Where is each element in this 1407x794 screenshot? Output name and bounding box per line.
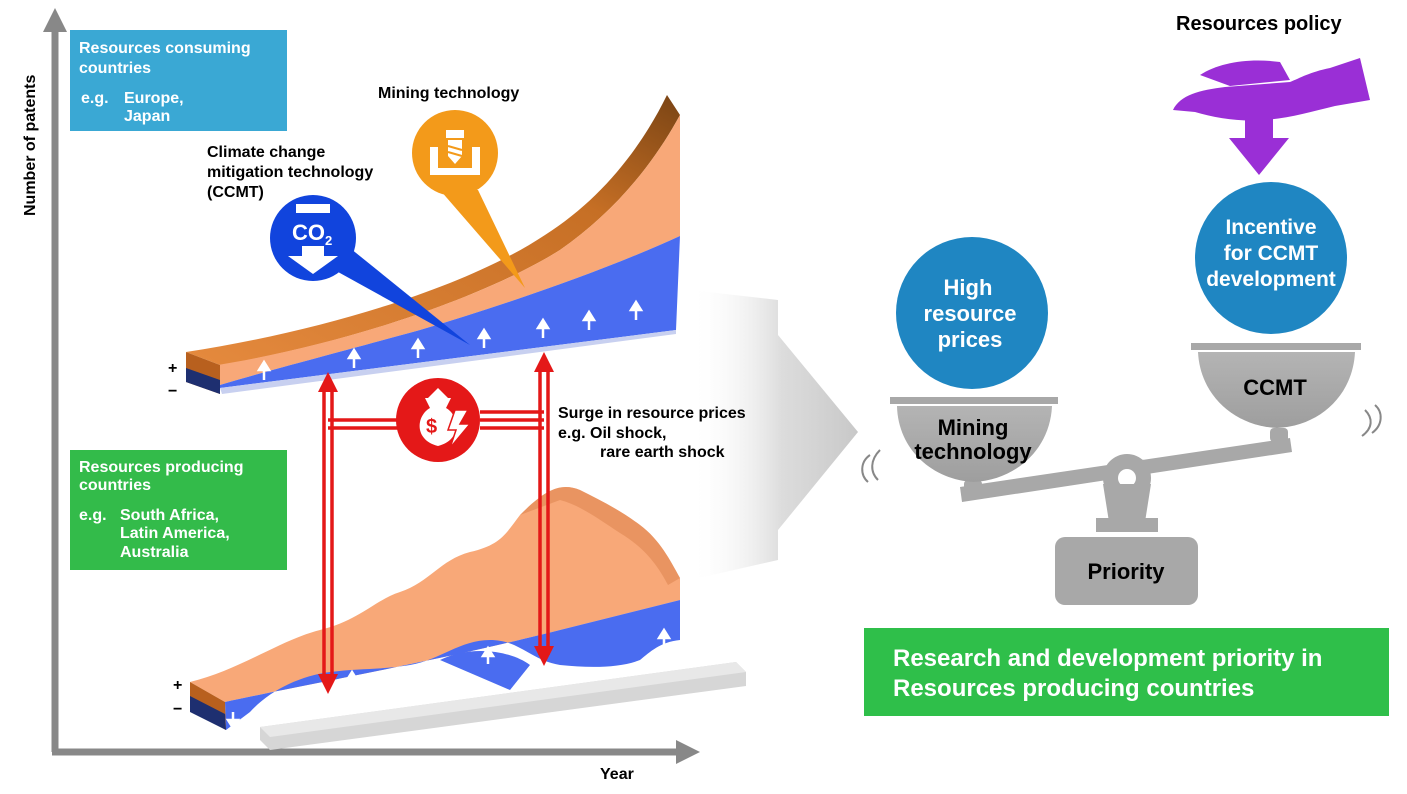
producing-eg-line3: Australia — [120, 544, 189, 561]
co2-text: CO — [292, 220, 325, 245]
mining-drill-icon — [412, 110, 525, 288]
surge-label-line1: Surge in resource prices — [558, 405, 746, 422]
upper-plus-sign: + — [168, 360, 177, 377]
high-resource-prices-circle — [896, 237, 1048, 389]
ccmt-pan-label: CCMT — [1243, 375, 1307, 400]
money-bag-lightning-icon — [396, 378, 480, 462]
consuming-eg-prefix: e.g. — [81, 90, 109, 107]
incentive-line3: development — [1206, 268, 1336, 291]
lower-minus-sign: − — [173, 701, 182, 718]
price-shock-arrows — [322, 370, 550, 680]
incentive-line1: Incentive — [1225, 216, 1316, 239]
x-axis-label: Year — [600, 766, 634, 783]
co2-icon-text: CO2 — [292, 220, 332, 248]
producing-title-line2: countries — [79, 477, 151, 494]
consuming-eg-line2: Japan — [124, 108, 170, 125]
high-prices-line1: High — [944, 275, 993, 300]
y-axis-label: Number of patents — [22, 75, 39, 216]
co2-reduction-icon — [270, 195, 470, 345]
surge-label-line3: rare earth shock — [600, 444, 725, 461]
banner-line1: Research and development priority in — [893, 645, 1322, 672]
priority-base — [1055, 537, 1198, 605]
x-axis — [52, 740, 700, 764]
mining-technology-pan — [890, 397, 1058, 482]
priority-label: Priority — [1087, 559, 1165, 584]
upper-minus-sign: − — [168, 383, 177, 400]
co2-subscript: 2 — [325, 233, 332, 248]
producing-eg-line1: South Africa, — [120, 507, 219, 524]
lower-plus-sign: + — [173, 677, 182, 694]
resources-policy-title: Resources policy — [1176, 13, 1343, 35]
ccmt-label-line2: mitigation technology — [207, 164, 373, 181]
wobble-marks — [861, 404, 1382, 483]
mining-pan-line1: Mining — [938, 415, 1009, 440]
scale-beam — [960, 428, 1292, 532]
consuming-countries-box — [70, 30, 287, 131]
mining-pan-line2: technology — [914, 439, 1032, 464]
producing-title-line1: Resources producing — [79, 459, 243, 476]
transition-arrow — [690, 290, 858, 580]
surge-label-line2: e.g. Oil shock, — [558, 425, 666, 442]
high-prices-line3: prices — [938, 327, 1003, 352]
rd-priority-banner — [864, 628, 1389, 716]
incentive-line2: for CCMT — [1224, 242, 1319, 265]
high-prices-line2: resource — [924, 301, 1017, 326]
producing-chart — [190, 487, 746, 750]
mining-technology-label: Mining technology — [378, 85, 519, 102]
ccmt-pan — [1191, 343, 1361, 428]
consuming-chart — [186, 95, 680, 394]
ccmt-label-line3: (CCMT) — [207, 184, 264, 201]
incentive-circle — [1195, 182, 1347, 334]
banner-line2: Resources producing countries — [893, 675, 1254, 702]
policy-hand-icon — [1173, 58, 1370, 175]
producing-countries-box — [70, 450, 287, 570]
consuming-eg-line1: Europe, — [124, 90, 184, 107]
consuming-title-line2: countries — [79, 60, 151, 77]
producing-eg-prefix: e.g. — [79, 507, 107, 524]
consuming-title-line1: Resources consuming — [79, 40, 251, 57]
y-axis — [43, 8, 67, 752]
producing-eg-line2: Latin America, — [120, 525, 230, 542]
dollar-sign: $ — [426, 416, 437, 438]
price-shock-arrowheads — [318, 352, 554, 694]
ccmt-label-line1: Climate change — [207, 144, 325, 161]
